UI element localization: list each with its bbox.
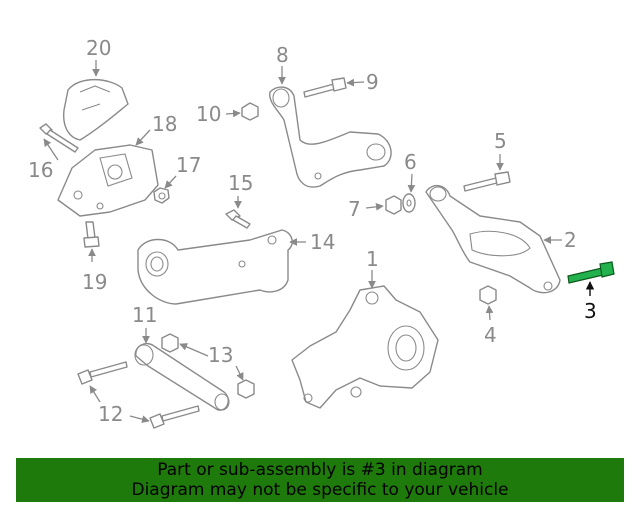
- part-13-nuts: [161, 333, 255, 399]
- callout-13: 13: [208, 343, 233, 367]
- callout-6: 6: [404, 150, 417, 174]
- callout-1: 1: [366, 247, 379, 271]
- part-19-bolt: [83, 221, 100, 248]
- part-3-bolt-highlighted: [567, 261, 615, 284]
- part-11-rod: [134, 342, 230, 411]
- callout-15: 15: [228, 171, 253, 195]
- part-20-bracket-cover: [63, 79, 129, 141]
- callout-17: 17: [176, 153, 201, 177]
- callout-5: 5: [494, 129, 507, 153]
- callout-numbers: 20 8 9 10 18 16 17 15 19 14 5 6 7 2 3 4 …: [28, 36, 597, 426]
- part-17-nut: [153, 187, 170, 204]
- part-info-banner: Part or sub-assembly is #3 in diagram Di…: [16, 458, 624, 502]
- callout-10: 10: [196, 102, 221, 126]
- callout-14: 14: [310, 230, 335, 254]
- banner-line-disclaimer: Diagram may not be specific to your vehi…: [131, 480, 509, 500]
- part-4-nut: [479, 285, 497, 305]
- part-18-mount-bracket: [57, 144, 159, 217]
- part-6-washer: [402, 193, 416, 213]
- callout-3: 3: [584, 299, 597, 323]
- parts-diagram: 20 8 9 10 18 16 17 15 19 14 5 6 7 2 3 4 …: [28, 36, 615, 429]
- callout-2: 2: [564, 228, 577, 252]
- callout-12: 12: [98, 402, 123, 426]
- part-5-bolt: [463, 171, 511, 192]
- leader-lines: [43, 60, 595, 423]
- part-10-nut: [241, 102, 259, 121]
- callout-18: 18: [152, 112, 177, 136]
- callout-19: 19: [82, 270, 107, 294]
- part-8-upper-arm: [269, 86, 392, 188]
- callout-9: 9: [366, 70, 379, 94]
- part-9-bolt: [303, 77, 347, 98]
- callout-20: 20: [86, 36, 111, 60]
- part-1-knuckle: [291, 285, 439, 409]
- part-14-lower-arm: [137, 229, 293, 305]
- callout-11: 11: [132, 303, 157, 327]
- part-12-bolts: [77, 361, 200, 429]
- banner-line-part: Part or sub-assembly is #3 in diagram: [157, 460, 483, 480]
- callout-16: 16: [28, 158, 53, 182]
- callout-8: 8: [276, 43, 289, 67]
- part-16-bolt: [39, 123, 79, 153]
- part-15-bolt: [225, 209, 251, 229]
- part-2-lower-arm: [425, 185, 561, 294]
- callout-7: 7: [348, 197, 361, 221]
- callout-4: 4: [484, 323, 497, 347]
- part-7-nut: [385, 195, 402, 215]
